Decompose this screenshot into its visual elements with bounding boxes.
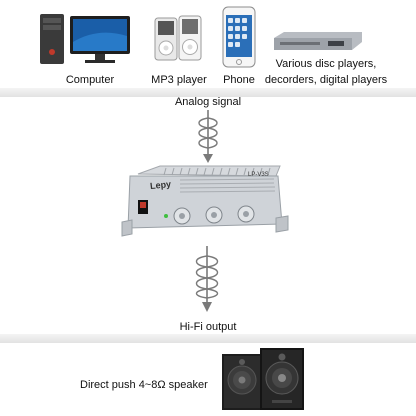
- hifi-output-label: Hi-Fi output: [179, 321, 237, 333]
- analog-signal-label: Analog signal: [174, 96, 242, 108]
- divider-band-bottom: [0, 334, 416, 343]
- computer-icon: [38, 12, 134, 68]
- source-label-disc-line1: Various disc players,: [275, 58, 377, 70]
- speaker-label: Direct push 4~8Ω speaker: [80, 379, 208, 391]
- source-label-disc-line2: decorders, digital players: [264, 74, 388, 86]
- source-label-mp3-player: MP3 player: [151, 74, 207, 86]
- phone-icon: [222, 6, 256, 68]
- speakers-illustration: [220, 346, 306, 412]
- amplifier-illustration: Lepy LP-V3S: [120, 164, 290, 248]
- signal-arrow-out: [190, 246, 224, 316]
- sources-row: Computer MP3 player Phone Various disc p…: [0, 0, 416, 92]
- amplifier-model: LP-V3S: [248, 172, 269, 178]
- disc-player-icon: [272, 30, 364, 52]
- signal-arrow-in: [192, 110, 224, 166]
- divider-band-top: [0, 88, 416, 97]
- source-label-computer: Computer: [65, 74, 115, 86]
- mp3-player-icon: [153, 14, 205, 66]
- source-label-phone: Phone: [223, 74, 255, 86]
